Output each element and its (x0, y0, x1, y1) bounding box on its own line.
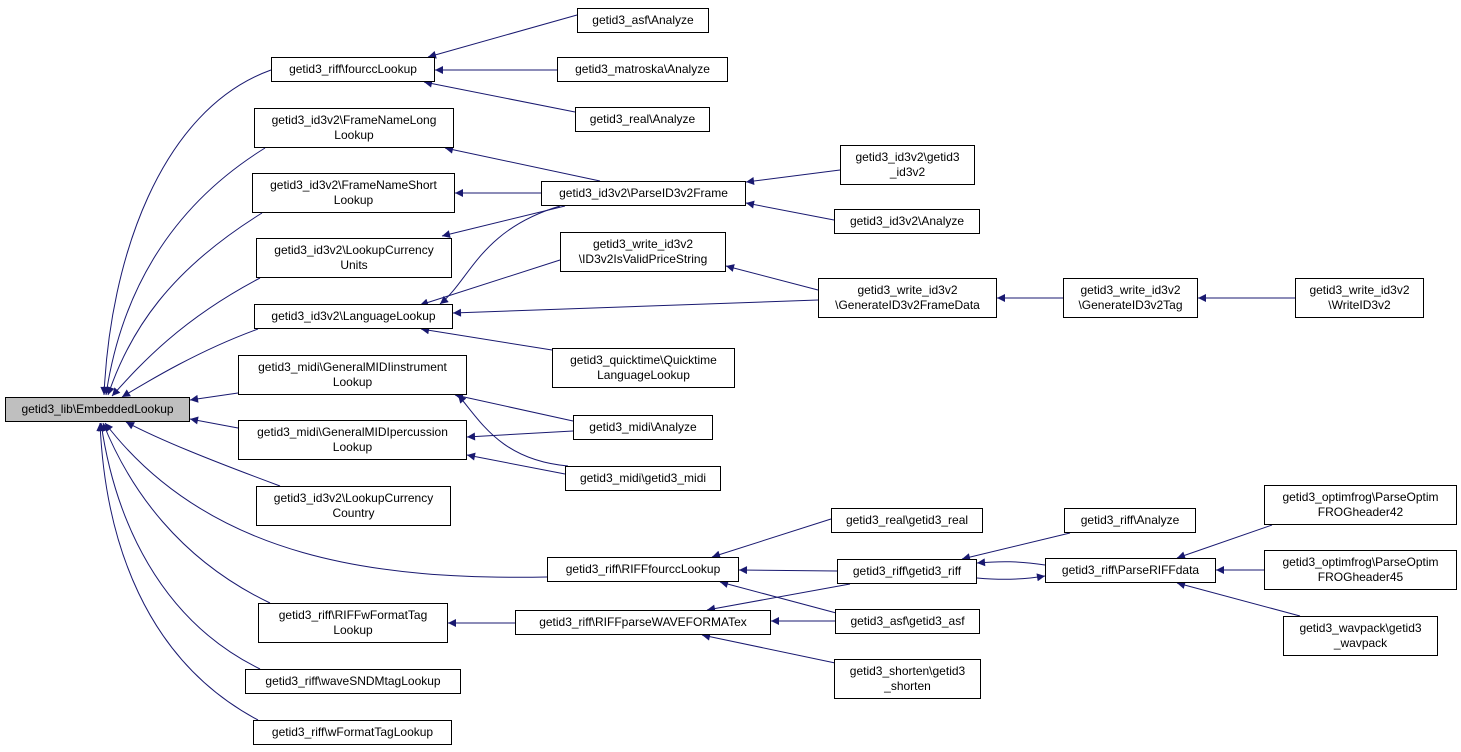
edge-asfan-to-fourcc (427, 14, 578, 59)
edge-riffctor-to-riffcc (738, 566, 838, 575)
node-riff-parse-waveformatex[interactable]: getid3_riff\RIFFparseWAVEFORMATex (515, 610, 771, 635)
edge-wavpack-to-parseriff (1176, 581, 1301, 617)
edge-realctor-to-riffcc (711, 518, 832, 559)
node-wave-sndm-tag-lookup[interactable]: getid3_riff\waveSNDMtagLookup (245, 669, 461, 694)
edge-gmp-to-root (189, 416, 239, 429)
node-wavpack-constructor[interactable]: getid3_wavpack\getid3 _wavpack (1283, 616, 1438, 656)
edge-of42-to-parseriff (1176, 524, 1273, 560)
edge-lcu-to-root (111, 277, 261, 397)
node-id3v2-constructor[interactable]: getid3_id3v2\getid3 _id3v2 (840, 145, 975, 185)
node-asf-constructor[interactable]: getid3_asf\getid3_asf (835, 609, 980, 634)
edge-fourcc-to-root (100, 69, 272, 396)
edge-parse-to-lang (439, 205, 561, 305)
edge-midictor-to-gmp (466, 452, 566, 475)
node-frame-name-long-lookup[interactable]: getid3_id3v2\FrameNameLong Lookup (254, 108, 454, 148)
edge-realan-to-fourcc (423, 79, 576, 113)
node-language-lookup[interactable]: getid3_id3v2\LanguageLookup (254, 304, 453, 329)
node-write-id3v2[interactable]: getid3_write_id3v2 \WriteID3v2 (1295, 278, 1424, 318)
node-optimfrog-header42[interactable]: getid3_optimfrog\ParseOptim FROGheader42 (1264, 485, 1457, 525)
node-lookup-currency-units[interactable]: getid3_id3v2\LookupCurrency Units (256, 238, 452, 278)
edge-midictor-to-gmi (457, 394, 569, 467)
node-lookup-currency-country[interactable]: getid3_id3v2\LookupCurrency Country (256, 486, 451, 526)
node-midi-analyze[interactable]: getid3_midi\Analyze (573, 415, 713, 440)
edge-lcc-to-root (125, 421, 281, 487)
node-generate-id3v2-frame-data[interactable]: getid3_write_id3v2 \GenerateID3v2FrameDa… (818, 278, 997, 318)
node-riff-constructor[interactable]: getid3_riff\getid3_riff (837, 559, 977, 584)
edge-id3ctor-to-parse (745, 169, 841, 185)
node-midi-constructor[interactable]: getid3_midi\getid3_midi (565, 466, 721, 491)
edge-wgfd-to-lang (452, 299, 819, 317)
edge-midian-to-gmi (454, 392, 574, 422)
node-frame-name-short-lookup[interactable]: getid3_id3v2\FrameNameShort Lookup (252, 173, 455, 213)
edge-parse-to-fnl (444, 145, 601, 182)
edge-riffctor-to-parseriff (976, 573, 1046, 582)
node-parse-riff-data[interactable]: getid3_riff\ParseRIFFdata (1045, 558, 1216, 583)
edge-shorten-to-rpwfe (701, 632, 841, 665)
node-shorten-constructor[interactable]: getid3_shorten\getid3 _shorten (834, 659, 981, 699)
node-generate-id3v2-tag[interactable]: getid3_write_id3v2 \GenerateID3v2Tag (1063, 278, 1198, 318)
edge-gmi-to-root (189, 392, 239, 403)
node-parse-id3v2-frame[interactable]: getid3_id3v2\ParseID3v2Frame (541, 181, 746, 206)
node-optimfrog-header45[interactable]: getid3_optimfrog\ParseOptim FROGheader45 (1264, 550, 1457, 590)
node-matroska-analyze[interactable]: getid3_matroska\Analyze (557, 57, 728, 82)
node-riff-fourcc-lookup[interactable]: getid3_riff\fourccLookup (271, 57, 435, 82)
edge-riffctor-to-rpwfe (706, 583, 851, 613)
edge-wft-to-root (96, 422, 259, 721)
node-id3v2-is-valid-price-string[interactable]: getid3_write_id3v2 \ID3v2IsValidPriceStr… (560, 232, 726, 272)
node-wformattag-lookup[interactable]: getid3_riff\wFormatTagLookup (253, 720, 452, 745)
edge-fnl-to-root (103, 147, 266, 396)
edge-fns-to-root (106, 212, 263, 396)
edge-asfctor-to-riffcc (719, 580, 841, 615)
edge-lang-to-root (121, 328, 259, 398)
edge-rwft-to-root (102, 422, 271, 604)
edge-wvalid-to-lang (419, 259, 561, 307)
edge-wsndm-to-root (98, 422, 261, 670)
node-general-midi-instrument-lookup[interactable]: getid3_midi\GeneralMIDIinstrument Lookup (238, 355, 467, 395)
node-riff-analyze[interactable]: getid3_riff\Analyze (1064, 508, 1196, 533)
edge-riffcc-to-root (104, 422, 548, 578)
node-real-analyze[interactable]: getid3_real\Analyze (575, 107, 710, 132)
node-asf-analyze[interactable]: getid3_asf\Analyze (577, 8, 709, 33)
node-riff-wformattag-lookup[interactable]: getid3_riff\RIFFwFormatTag Lookup (258, 603, 448, 643)
edge-id3an-to-parse (745, 200, 835, 221)
node-general-midi-percussion-lookup[interactable]: getid3_midi\GeneralMIDIpercussion Lookup (238, 420, 467, 460)
edge-parseriff-to-riffctor (976, 558, 1046, 567)
node-id3v2-analyze[interactable]: getid3_id3v2\Analyze (834, 209, 980, 234)
edge-riffan-to-riffctor (961, 532, 1071, 562)
node-real-constructor[interactable]: getid3_real\getid3_real (831, 508, 983, 533)
node-riff-fourcc-lookup-riff[interactable]: getid3_riff\RIFFfourccLookup (547, 557, 739, 582)
edge-qt-to-lang (420, 326, 553, 351)
node-embedded-lookup: getid3_lib\EmbeddedLookup (5, 397, 190, 422)
edge-midian-to-gmp (466, 430, 574, 441)
edge-wgfd-to-wvalid (725, 264, 819, 291)
node-quicktime-language-lookup[interactable]: getid3_quicktime\Quicktime LanguageLooku… (552, 348, 735, 388)
